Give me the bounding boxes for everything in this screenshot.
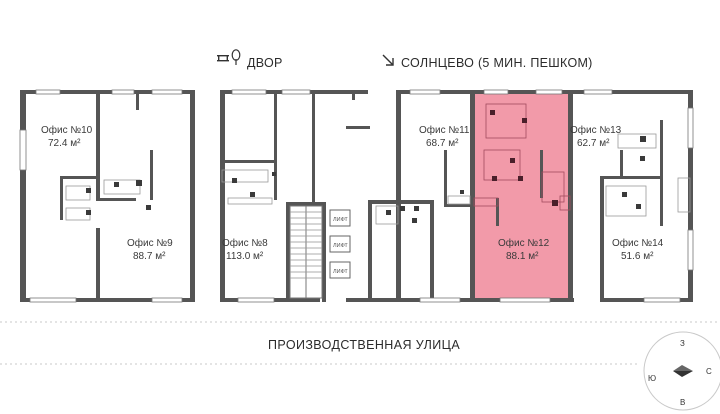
office-11-name[interactable]: Офис №11 [419,124,470,136]
park-bench-tree-icon [217,49,241,65]
office-11-area: 68.7 м² [426,138,459,149]
compass-north: З [680,339,685,348]
lifts: ЛИФТ ЛИФТ ЛИФТ [329,209,351,279]
office-8-name[interactable]: Офис №8 [222,237,268,249]
office-9-area: 88.7 м² [133,251,166,262]
office-14-area: 51.6 м² [621,251,654,262]
lift-label-2: ЛИФТ [333,243,348,249]
street-name: ПРОИЗВОДСТВЕННАЯ УЛИЦА [268,338,460,352]
office-13-area: 62.7 м² [577,138,610,149]
compass-west: Ю [648,374,656,383]
office-10-area: 72.4 м² [48,138,81,149]
courtyard-label: ДВОР [247,56,283,70]
walls [20,90,693,302]
windows [19,89,694,303]
compass-arrow-icon [673,365,693,377]
compass-south: В [680,398,685,407]
staircase [289,205,323,299]
office-labels: Офис №10 72.4 м² Офис №9 88.7 м² Офис №8… [41,124,664,262]
solntsevo-label: СОЛНЦЕВО (5 МИН. ПЕШКОМ) [401,56,593,70]
arrow-down-right-icon [382,54,394,66]
office-13-name[interactable]: Офис №13 [570,124,622,136]
compass-east: С [706,367,712,376]
office-12-furniture [473,103,571,211]
courtyard-heading: ДВОР [217,49,283,70]
office-14-name[interactable]: Офис №14 [612,237,664,249]
office-10-name[interactable]: Офис №10 [41,124,93,136]
office-12-area: 88.1 м² [506,251,539,262]
furniture [65,133,691,225]
office-9-name[interactable]: Офис №9 [127,237,173,249]
solntsevo-heading: СОЛНЦЕВО (5 МИН. ПЕШКОМ) [382,54,593,70]
lift-label-1: ЛИФТ [333,217,348,223]
lift-label-3: ЛИФТ [333,269,348,275]
office-8-area: 113.0 м² [226,251,264,262]
office-12-highlight[interactable] [474,92,570,302]
compass: З В С Ю [643,331,720,411]
office-12-name[interactable]: Офис №12 [498,237,550,249]
